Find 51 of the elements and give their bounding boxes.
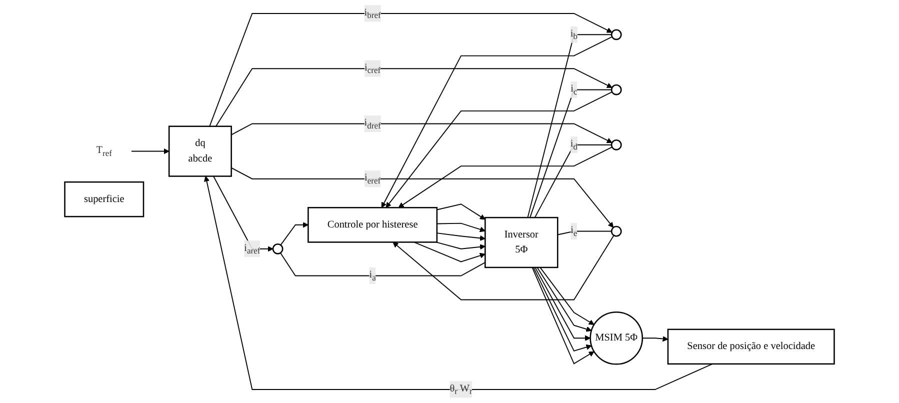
edge-label: i$_{b}$ (570, 28, 578, 42)
arrow (398, 146, 613, 208)
arrow (204, 176, 713, 390)
edge-label: θ$_{r}$ W$_{r}$ (450, 383, 472, 396)
arrow (534, 266, 591, 341)
arrow (230, 123, 612, 143)
arrow (436, 204, 486, 220)
node-circle (610, 29, 622, 40)
arrow (215, 68, 612, 127)
node-box: Inversor 5Φ (484, 216, 558, 268)
node-circle (272, 243, 284, 254)
connector (530, 89, 612, 218)
edge-label: i$_{cref}$ (364, 62, 381, 76)
edge-label: i$_{c}$ (570, 83, 578, 96)
node-box: dq abcde (168, 126, 232, 177)
arrow (642, 336, 668, 342)
arrow (436, 232, 486, 241)
node-circle: MSIM 5Φ (590, 311, 644, 365)
arrow (280, 222, 308, 246)
edge-label: i$_{dref}$ (364, 117, 381, 130)
arrow (386, 91, 613, 208)
connector (534, 144, 612, 218)
edge-label: i$_{eref}$ (364, 172, 381, 186)
connector (280, 252, 486, 276)
node-circle (610, 226, 622, 237)
arrow (230, 167, 614, 228)
arrow (532, 266, 594, 364)
node-circle (610, 139, 622, 150)
edge-label: i$_{a}$ (369, 269, 376, 282)
node-circle (610, 84, 622, 96)
arrow (414, 242, 486, 262)
edge-label: i$_{bref}$ (364, 7, 381, 20)
arrow (209, 13, 612, 127)
arrow (381, 36, 613, 208)
connector (527, 34, 612, 218)
arrow (213, 176, 274, 252)
arrow (436, 222, 486, 232)
node-text: T$_{ref}$ (96, 144, 112, 158)
edge-label: i$_{aref}$ (244, 242, 260, 256)
node-box: Sensor de posição e velocidade (667, 328, 835, 365)
edge-label: i$_{e}$ (570, 224, 578, 238)
node-box: Controle por histerese (308, 206, 438, 243)
arrow (533, 266, 592, 352)
arrow (392, 234, 614, 300)
arrow (540, 266, 594, 325)
arrow (130, 148, 170, 154)
connector (557, 230, 612, 236)
arrow (536, 266, 592, 332)
arrow (436, 242, 486, 250)
node-box: superficie (64, 181, 144, 218)
edge-label: i$_{d}$ (570, 138, 578, 152)
